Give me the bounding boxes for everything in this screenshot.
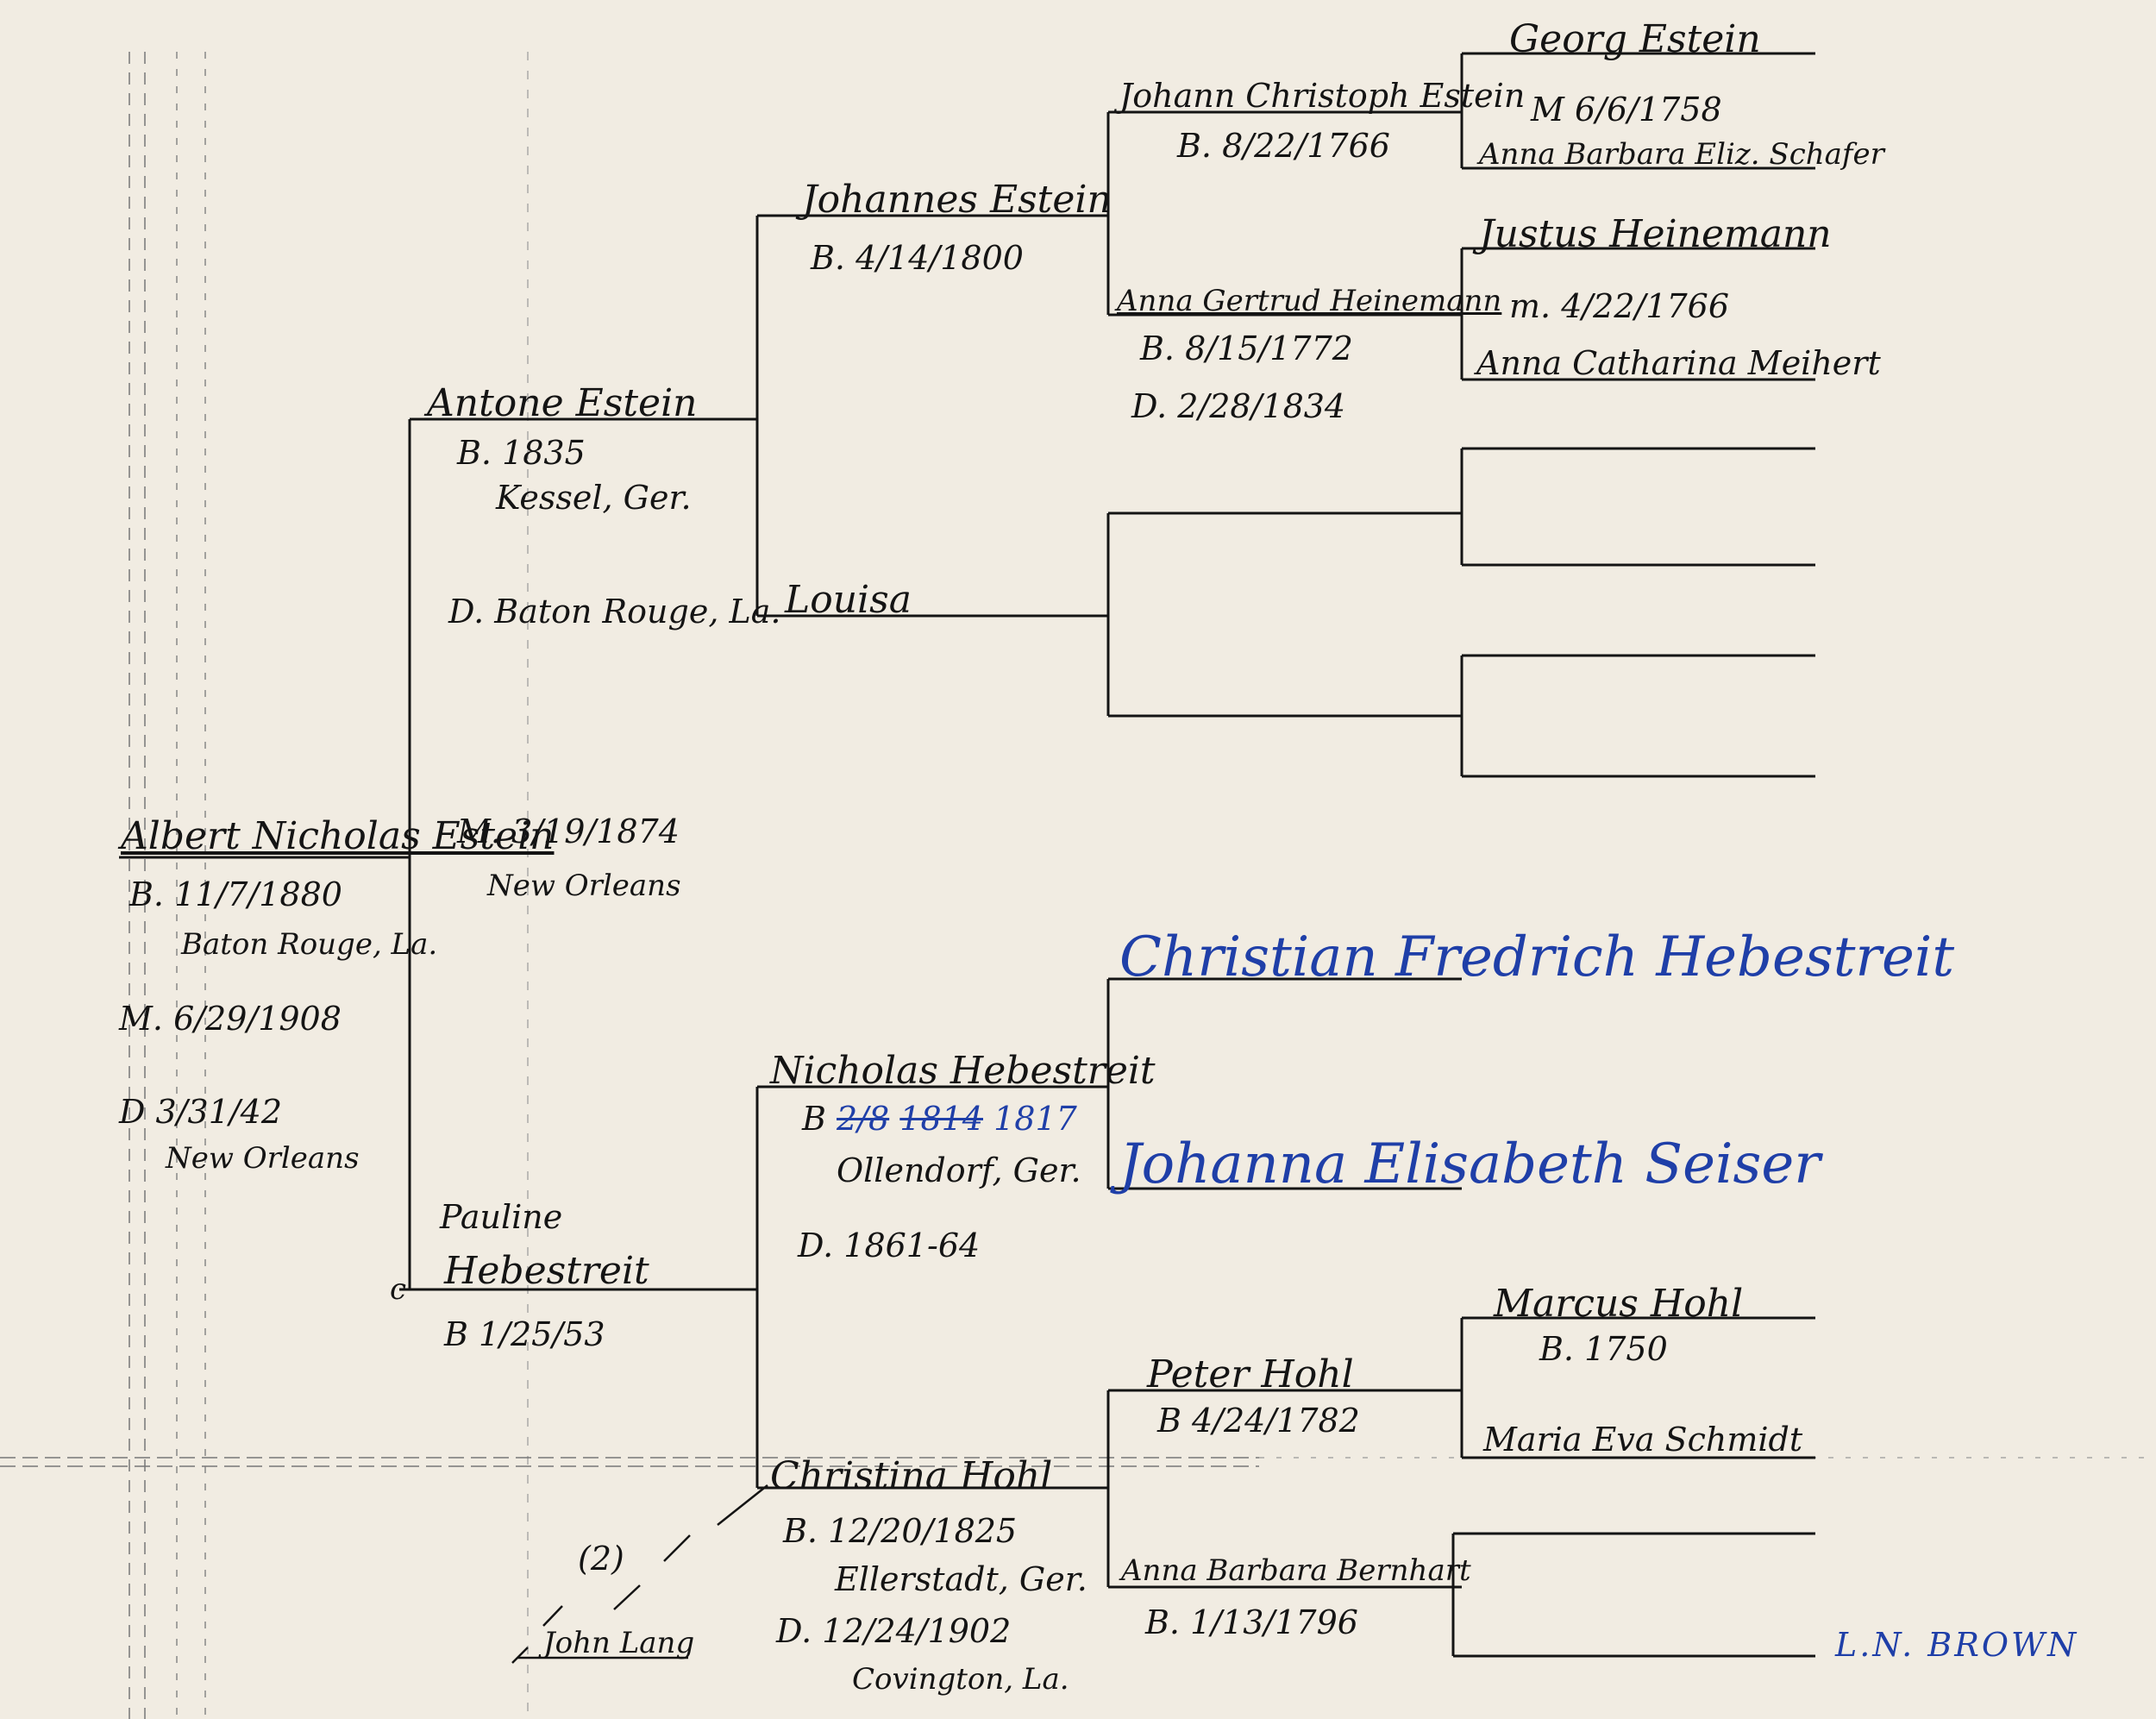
- gen4-p2-name: Anna Gertrud Heinemann: [1117, 284, 1502, 318]
- gen2-father-name: Antone Estein: [427, 381, 698, 425]
- gen4-p8-birth: B. 1/13/1796: [1145, 1603, 1358, 1641]
- gen4-p6-name: Johanna Elisabeth Seiser: [1119, 1132, 1821, 1196]
- gen5-p13-birth: B. 1750: [1539, 1330, 1668, 1368]
- gen5-p14-name: Maria Eva Schmidt: [1483, 1421, 1803, 1459]
- gen5-p1-marriage: M 6/6/1758: [1531, 91, 1722, 129]
- gen1-death: D 3/31/42: [119, 1093, 283, 1131]
- gen2-marriage-place: New Orleans: [487, 869, 681, 903]
- gen4-p2-death: D. 2/28/1834: [1131, 387, 1346, 425]
- gen5-p3-name: Justus Heinemann: [1479, 212, 1832, 256]
- gen1-death-place: New Orleans: [166, 1141, 360, 1176]
- second-spouse-name: John Lang: [543, 1626, 695, 1660]
- signature: L.N. BROWN: [1835, 1626, 2079, 1664]
- gen3-p3-birth-struck: 2/8: [837, 1100, 890, 1138]
- gen1-birth-place: Baton Rouge, La.: [181, 927, 438, 962]
- gen3-p1-birth: B. 4/14/1800: [811, 239, 1024, 277]
- gen2-mother-name-line2: Hebestreit: [444, 1249, 649, 1293]
- gen1-name: Albert Nicholas Estein: [121, 814, 555, 858]
- gen4-p7-name: Peter Hohl: [1147, 1352, 1354, 1396]
- gen3-p4-birth: B. 12/20/1825: [783, 1512, 1018, 1550]
- gen3-p3-birth-year: 1817: [993, 1100, 1077, 1138]
- gen2-marriage: M. 3/19/1874: [457, 812, 680, 850]
- gen4-p5-name: Christian Fredrich Hebestreit: [1119, 925, 1955, 989]
- gen4-p2-birth: B. 8/15/1772: [1140, 329, 1353, 367]
- gen5-p1-name: Georg Estein: [1509, 17, 1761, 61]
- gen3-p3-birth-struck2: 1814: [899, 1100, 983, 1138]
- gen2-father-death: D. Baton Rouge, La.: [448, 593, 781, 631]
- gen5-p4-name: Anna Catharina Meihert: [1476, 344, 1881, 382]
- gen3-p3-birth-prefix: B: [802, 1100, 826, 1138]
- gen4-p8-name: Anna Barbara Bernhart: [1121, 1553, 1471, 1588]
- gen2-mother-birth: B 1/25/53: [444, 1315, 605, 1353]
- gen3-p2-name: Louisa: [785, 578, 912, 622]
- gen5-p2-name: Anna Barbara Eliz. Schafer: [1479, 137, 1884, 172]
- gen4-p7-birth: B 4/24/1782: [1157, 1402, 1360, 1440]
- gen2-father-birth: B. 1835: [457, 434, 586, 472]
- gen3-p3-birth: B 2/8 1814 1817: [802, 1102, 1077, 1135]
- gen3-p3-birth-place: Ollendorf, Ger.: [837, 1151, 1081, 1189]
- spouse-number: (2): [578, 1540, 624, 1578]
- gen3-p4-death: D. 12/24/1902: [776, 1612, 1012, 1650]
- gen2-mother-mark: c: [390, 1272, 407, 1307]
- gen3-p3-death: D. 1861-64: [798, 1227, 981, 1264]
- gen4-p1-birth: B. 8/22/1766: [1177, 127, 1390, 165]
- gen3-p4-birth-place: Ellerstadt, Ger.: [835, 1560, 1087, 1598]
- gen3-p4-name: Christina Hohl: [770, 1454, 1053, 1498]
- gen2-father-birth-place: Kessel, Ger.: [496, 479, 692, 517]
- gen2-mother-name-line1: Pauline: [440, 1198, 563, 1236]
- gen3-p3-name: Nicholas Hebestreit: [770, 1049, 1156, 1093]
- gen5-p13-name: Marcus Hohl: [1494, 1282, 1744, 1326]
- gen3-p4-death-place: Covington, La.: [852, 1662, 1069, 1697]
- gen1-marriage: M. 6/29/1908: [119, 1000, 342, 1038]
- gen5-p3-marriage: m. 4/22/1766: [1509, 287, 1730, 325]
- gen1-birth: B. 11/7/1880: [129, 875, 342, 913]
- gen4-p1-name: Johann Christoph Estein: [1119, 77, 1526, 115]
- gen3-p1-name: Johannes Estein: [802, 178, 1112, 222]
